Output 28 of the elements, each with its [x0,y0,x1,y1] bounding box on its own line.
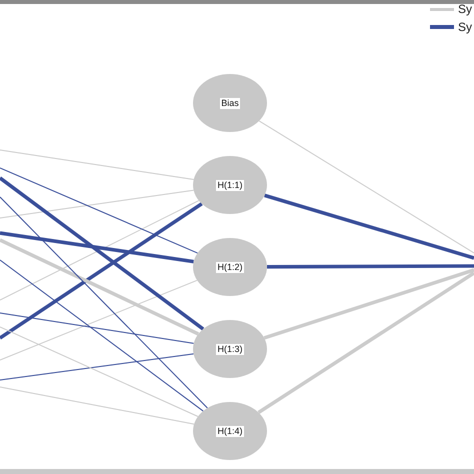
connection-line [0,280,198,360]
connection-line [0,150,194,180]
connection-line [0,202,203,340]
connection-line [264,194,474,260]
connection-line [0,190,194,218]
connection-line [0,238,200,336]
connection-line [0,260,204,412]
connection-line [267,264,474,269]
node-label: H(1:2) [216,262,244,272]
node-label: H(1:4) [216,426,244,436]
connection-line [0,200,200,300]
neuron-node [193,402,267,460]
legend-label: Sy [458,20,472,34]
legend-label: Sy [458,2,472,16]
connection-line [0,386,195,425]
connection-line [0,196,208,409]
connection-line [258,120,474,254]
connection-line [0,326,198,417]
connection-line [258,271,474,414]
node-label: Bias [220,98,240,108]
node-label: H(1:1) [216,180,244,190]
connection-line [264,268,474,340]
node-label: H(1:3) [216,344,244,354]
connection-line [0,176,204,330]
connection-line [0,353,194,380]
connection-line [0,231,194,264]
connection-line [0,312,194,344]
connection-line [0,168,198,254]
